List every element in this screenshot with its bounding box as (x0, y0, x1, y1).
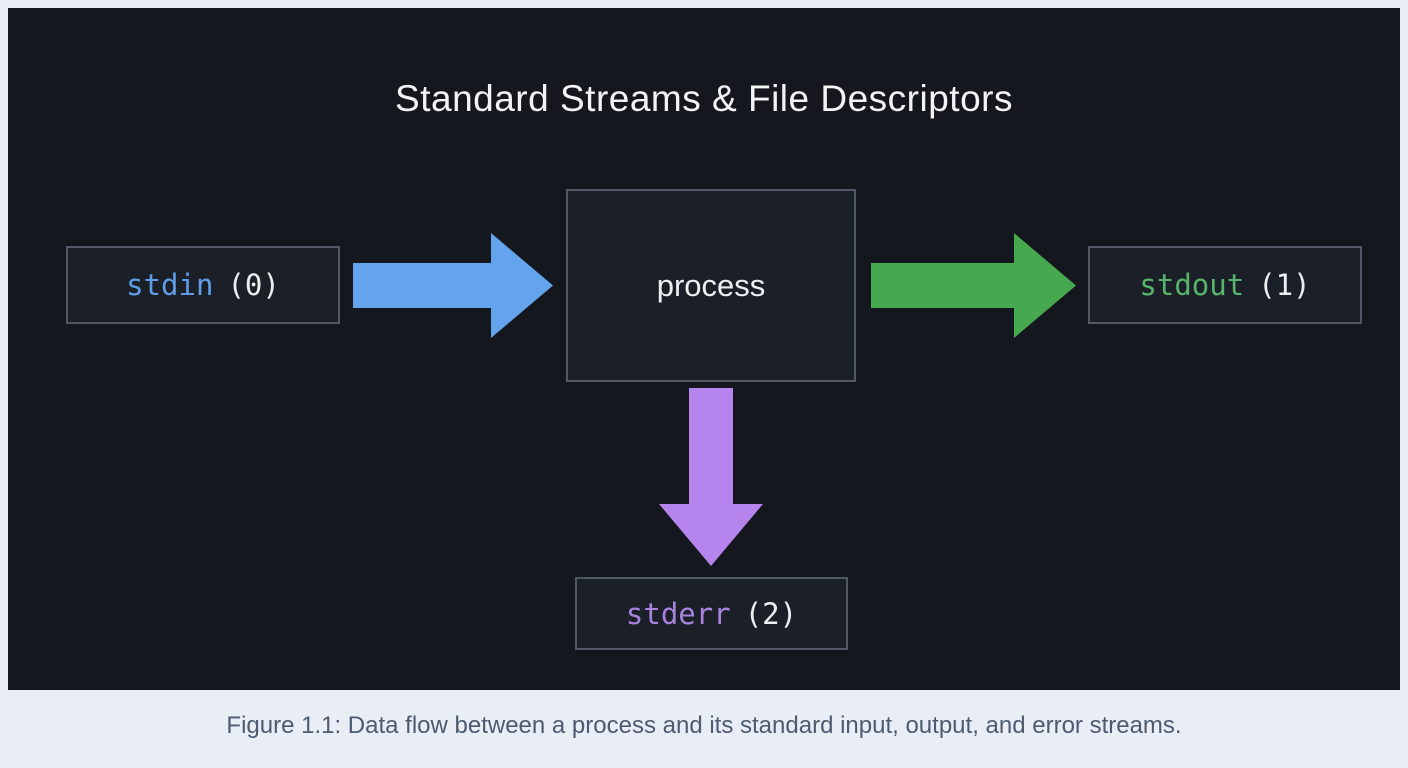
process-to-stdout-arrow (871, 233, 1076, 338)
stdin-arrow-shape (353, 233, 553, 338)
stdin-fd-number: (0) (227, 268, 280, 302)
stdin-stream-name: stdin (126, 268, 214, 302)
stdout-stream-name: stdout (1139, 268, 1245, 302)
node-stdout: stdout (1) (1088, 246, 1362, 324)
node-stdin: stdin (0) (66, 246, 340, 324)
process-to-stderr-arrow (659, 388, 763, 566)
stderr-fd-number: (2) (744, 596, 798, 631)
figure-caption: Figure 1.1: Data flow between a process … (226, 712, 1182, 739)
stderr-stream-name: stderr (625, 596, 731, 631)
stdin-to-process-arrow (353, 233, 553, 338)
stdout-arrow-shape (871, 233, 1076, 338)
node-stderr: stderr (2) (575, 577, 848, 650)
node-process: process (566, 189, 856, 382)
stdout-fd-number: (1) (1258, 268, 1311, 302)
stderr-arrow-shape (659, 388, 763, 566)
diagram-title: Standard Streams & File Descriptors (395, 78, 1013, 119)
diagram-panel: Standard Streams & File Descriptors stdi… (8, 8, 1400, 690)
process-label: process (656, 267, 766, 303)
